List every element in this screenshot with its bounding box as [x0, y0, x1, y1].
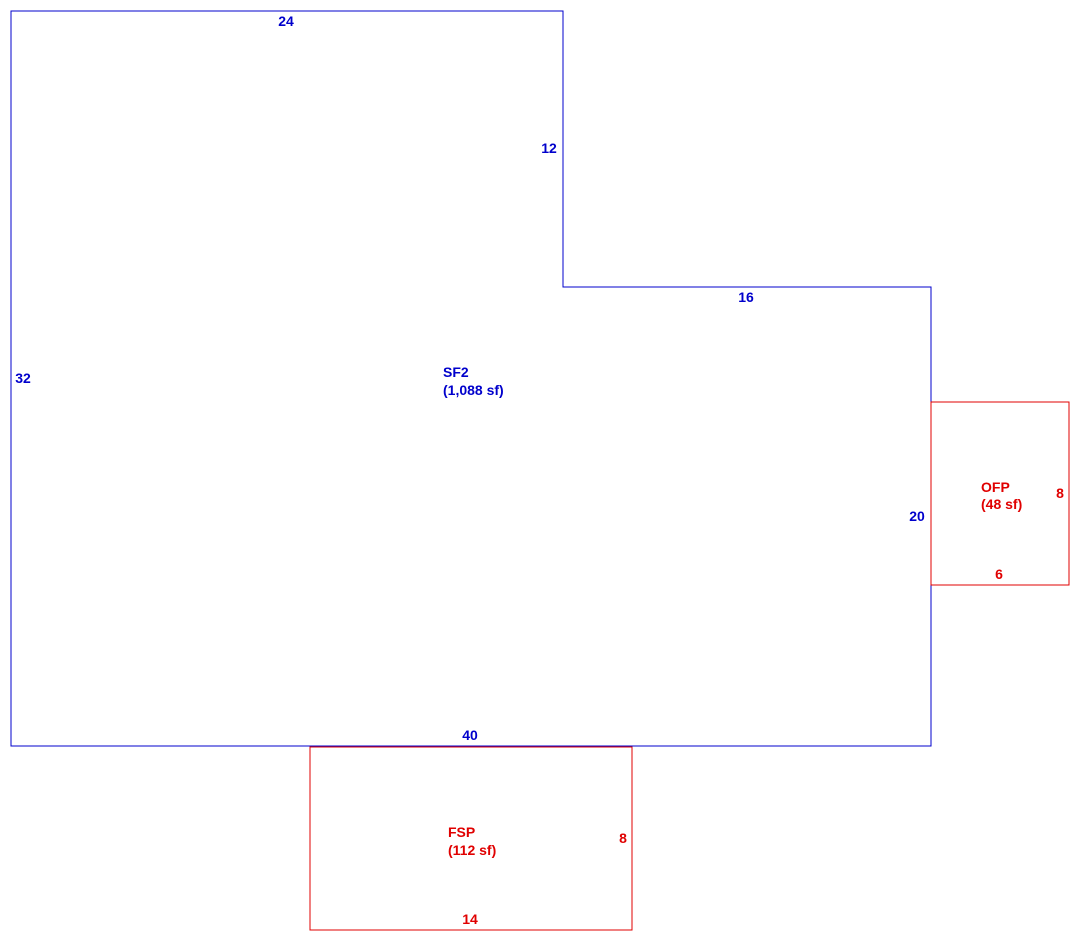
- screen-porch-code: FSP: [448, 824, 475, 840]
- dim-screen-porch-bottom: 14: [462, 911, 478, 927]
- dim-main-top: 24: [278, 13, 294, 29]
- dim-main-step-vertical: 12: [541, 140, 557, 156]
- dim-main-left: 32: [15, 370, 31, 386]
- dim-main-right: 20: [909, 508, 925, 524]
- main-area-outline: [10, 10, 932, 747]
- open-porch-outline: [930, 401, 1070, 586]
- main-area-size: (1,088 sf): [443, 382, 504, 398]
- open-porch-size: (48 sf): [981, 496, 1022, 512]
- open-porch-code: OFP: [981, 479, 1010, 495]
- screen-porch-outline: [309, 746, 633, 931]
- dim-main-step-horizontal: 16: [738, 289, 754, 305]
- dim-main-bottom: 40: [462, 727, 478, 743]
- dim-open-porch-right: 8: [1056, 485, 1064, 501]
- dim-screen-porch-right: 8: [619, 830, 627, 846]
- main-area-code: SF2: [443, 364, 469, 380]
- dim-open-porch-bottom: 6: [995, 566, 1003, 582]
- screen-porch-size: (112 sf): [448, 842, 496, 858]
